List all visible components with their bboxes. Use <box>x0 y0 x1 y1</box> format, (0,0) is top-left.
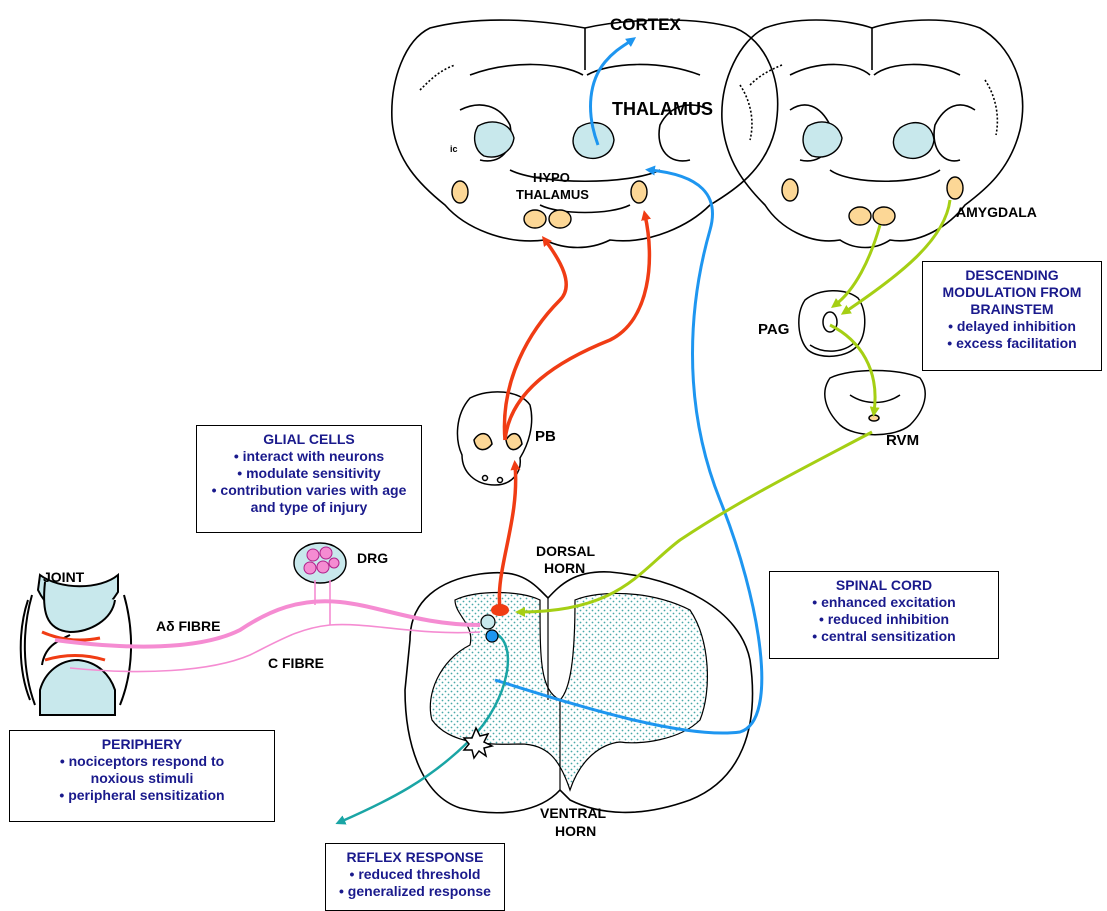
hypothalamus-nucleus-left <box>523 209 547 229</box>
c-fibre <box>69 623 481 673</box>
thalamus-nucleus-right <box>572 121 615 159</box>
descending-title-line: DESCENDING <box>965 267 1059 283</box>
periphery-box: PERIPHERY • nociceptors respond to noxio… <box>9 730 275 822</box>
periphery-title: PERIPHERY <box>101 736 183 752</box>
glial-cells-title: GLIAL CELLS <box>263 431 355 447</box>
glial-cells-item: and type of injury <box>250 499 368 515</box>
reflex-response-box: REFLEX RESPONSE • reduced threshold • ge… <box>325 843 505 911</box>
descending-title-line: BRAINSTEM <box>970 301 1054 317</box>
thalamus-to-cortex-blue <box>589 37 637 146</box>
ascending-red-to-pb <box>497 460 521 609</box>
label-dorsal-horn-1: DORSAL <box>536 543 596 559</box>
label-amygdala: AMYGDALA <box>956 204 1037 220</box>
hypothalamus-nucleus-right <box>548 209 572 229</box>
rvm-to-dorsal-horn-green <box>515 430 873 617</box>
joint-illustration <box>19 572 133 716</box>
amygdala-nucleus-r1 <box>781 178 799 202</box>
spinal-cord <box>404 571 754 814</box>
label-a-delta-fibre: Aδ FIBRE <box>156 618 221 634</box>
a-delta-fibre <box>54 599 481 649</box>
pag-to-rvm-green <box>829 323 880 417</box>
descending-title-line: MODULATION FROM <box>942 284 1082 300</box>
descending-item: • excess facilitation <box>947 335 1077 351</box>
label-ventral-horn-2: HORN <box>555 823 596 839</box>
spinal-cord-item: • enhanced excitation <box>812 594 956 610</box>
amygdala-to-pag-green-2 <box>840 199 952 315</box>
glial-cells-item: • interact with neurons <box>233 448 385 464</box>
label-ventral-horn-1: VENTRAL <box>540 805 607 821</box>
label-drg: DRG <box>357 550 388 566</box>
amygdala-nucleus-left-b <box>630 180 648 204</box>
label-hypothalamus-2: THALAMUS <box>516 187 589 202</box>
label-c-fibre: C FIBRE <box>268 655 324 671</box>
projection-neuron-red <box>491 604 509 616</box>
interneuron-blue <box>485 629 499 643</box>
pb-section <box>456 391 533 486</box>
reflex-response-item: • generalized response <box>339 883 491 899</box>
brain-section-left <box>391 19 779 249</box>
spinal-cord-item: • reduced inhibition <box>818 611 950 627</box>
motor-neuron-star <box>462 726 495 760</box>
descending-item: • delayed inhibition <box>948 318 1076 334</box>
periphery-item: • nociceptors respond to <box>59 753 225 769</box>
drg-ganglion <box>293 542 347 584</box>
reflex-response-item: • reduced threshold <box>349 866 481 882</box>
ascending-blue-to-thalamus <box>494 165 764 735</box>
brain-section-right <box>721 19 1024 249</box>
glial-cells-item: • contribution varies with age <box>211 482 407 498</box>
amygdala-to-pag-green-1 <box>831 224 882 309</box>
spinal-cord-title: SPINAL CORD <box>835 577 933 593</box>
spinal-cord-box: SPINAL CORD • enhanced excitation • redu… <box>769 571 999 659</box>
label-hypothalamus-1: HYPO <box>533 170 570 185</box>
thalamus-nucleus-right-section-left <box>802 121 843 158</box>
hypothalamus-nucleus-r2 <box>872 206 896 226</box>
periphery-item: • peripheral sensitization <box>59 787 225 803</box>
label-ic: ic <box>450 144 458 154</box>
reflex-response-title: REFLEX RESPONSE <box>346 849 484 865</box>
ascending-red-to-hypothalamus <box>502 235 568 441</box>
label-pb: PB <box>535 428 556 445</box>
amygdala-nucleus-r2 <box>946 176 964 200</box>
label-thalamus: THALAMUS <box>612 99 713 119</box>
label-cortex: CORTEX <box>610 15 682 34</box>
label-dorsal-horn-2: HORN <box>544 560 585 576</box>
spinal-cord-item: • central sensitization <box>812 628 956 644</box>
thalamus-nucleus-right-section-right <box>892 121 935 159</box>
pag-section <box>798 290 866 357</box>
label-pag: PAG <box>758 321 789 338</box>
hypothalamus-nucleus-r1 <box>848 206 872 226</box>
amygdala-nucleus-left-a <box>451 180 469 204</box>
interneuron-light <box>480 614 496 630</box>
glial-cells-box: GLIAL CELLS • interact with neurons • mo… <box>196 425 422 533</box>
label-rvm: RVM <box>886 432 919 449</box>
descending-modulation-box: DESCENDING MODULATION FROM BRAINSTEM • d… <box>922 261 1102 371</box>
ascending-red-to-amygdala <box>503 210 652 441</box>
periphery-item: noxious stimuli <box>90 770 194 786</box>
label-joint: JOINT <box>43 569 85 585</box>
glial-cells-item: • modulate sensitivity <box>237 465 381 481</box>
thalamus-nucleus-left <box>473 121 515 158</box>
